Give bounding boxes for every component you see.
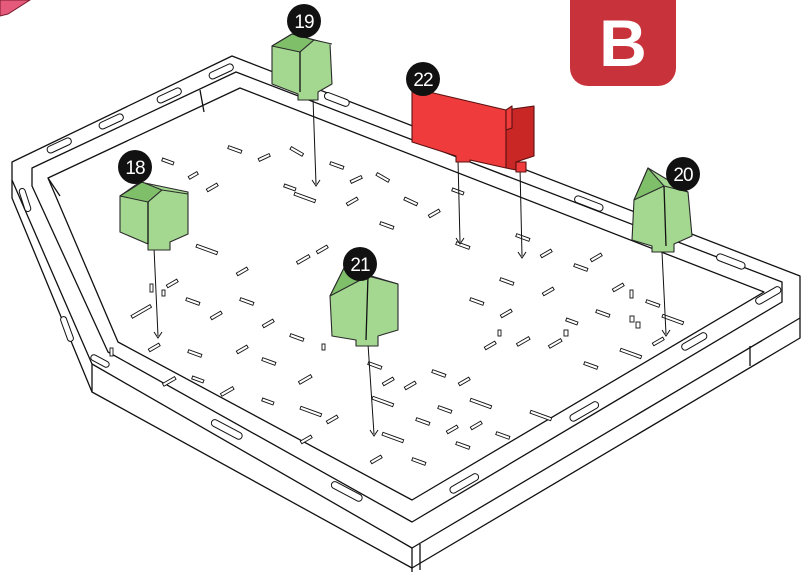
rim-slots (18, 63, 782, 502)
part-22-divider (411, 87, 535, 173)
callout-19: 19 (287, 4, 321, 38)
callout-22-label: 22 (413, 70, 433, 91)
part-18-support (119, 181, 189, 251)
callout-18-label: 18 (125, 158, 145, 179)
insertion-arrows (153, 97, 671, 437)
callout-20-label: 20 (673, 165, 693, 186)
floor-slots (109, 145, 685, 466)
callout-18: 18 (118, 150, 152, 184)
part-19-support (271, 33, 333, 101)
previous-panel-fragment (0, 0, 31, 17)
step-badge: B (570, 0, 676, 86)
callout-21: 21 (343, 247, 377, 281)
callout-20: 20 (666, 157, 700, 191)
callout-21-label: 21 (350, 255, 370, 276)
callout-19-label: 19 (294, 12, 314, 33)
tray (11, 55, 801, 572)
callout-22: 22 (406, 62, 440, 96)
